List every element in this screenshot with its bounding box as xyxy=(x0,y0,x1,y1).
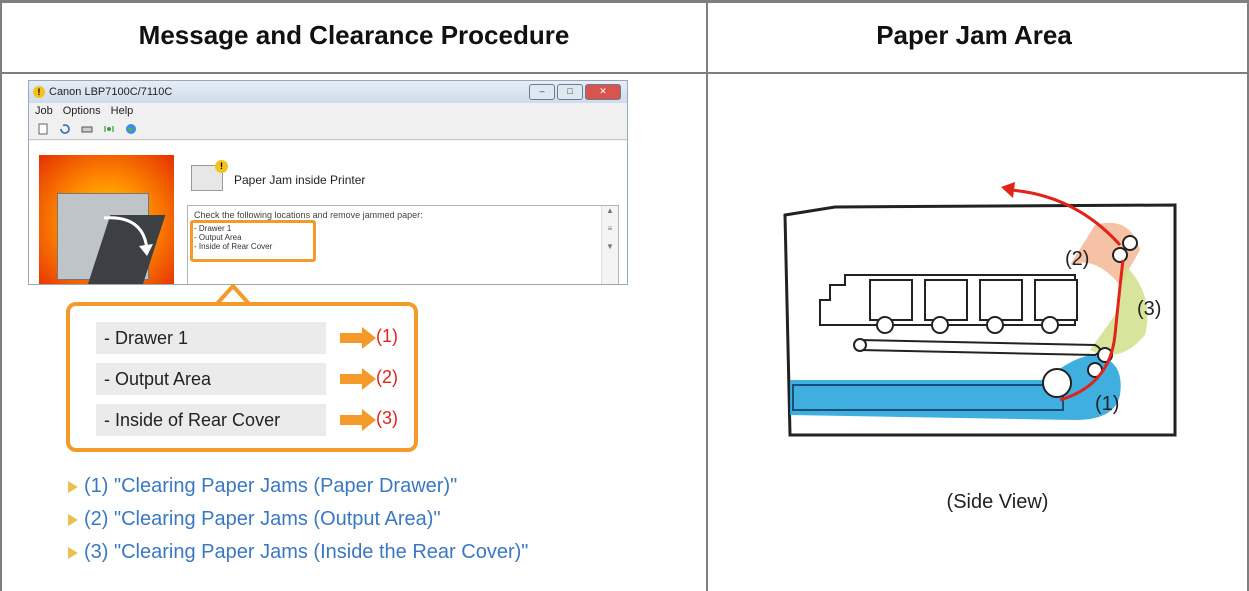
table-header-divider xyxy=(0,72,1249,74)
link-rear-cover-text[interactable]: (3) "Clearing Paper Jams (Inside the Rea… xyxy=(84,541,529,563)
network-icon xyxy=(104,126,114,132)
printer-outline xyxy=(783,203,1177,437)
arrow-right-icon xyxy=(340,327,376,349)
message-item-drawer: - Drawer 1 xyxy=(194,224,232,233)
exit-roller-2 xyxy=(1122,235,1138,251)
drum-roller-1 xyxy=(876,316,894,334)
message-box: Check the following locations and remove… xyxy=(187,205,619,284)
message-title: Paper Jam inside Printer xyxy=(234,173,366,187)
message-highlight-frame xyxy=(190,220,316,262)
exit-roller-1 xyxy=(1112,247,1128,263)
link-output-area[interactable]: (2) "Clearing Paper Jams (Output Area)" xyxy=(68,508,441,531)
callout-row-drawer: - Drawer 1 xyxy=(96,322,326,354)
drum-roller-2 xyxy=(931,316,949,334)
diagram-label-2: (2) xyxy=(1065,248,1089,270)
message-item-rear-cover: - Inside of Rear Cover xyxy=(194,242,273,251)
exit-arrowhead-icon xyxy=(1001,182,1015,198)
page-icon xyxy=(38,123,48,135)
refresh-icon xyxy=(60,124,70,134)
belt-roller-left xyxy=(853,338,867,352)
paper-jam-icon: ! xyxy=(191,160,228,191)
printer-icon xyxy=(81,126,93,133)
link-output-area-text[interactable]: (2) "Clearing Paper Jams (Output Area)" xyxy=(84,508,441,530)
warning-icon: ! xyxy=(33,86,45,98)
cartridge-2 xyxy=(924,279,968,321)
cartridge-1 xyxy=(869,279,913,321)
menu-job: Job xyxy=(35,105,53,117)
printer-jam-illustration xyxy=(39,155,174,284)
link-paper-drawer[interactable]: (1) "Clearing Paper Jams (Paper Drawer)" xyxy=(68,475,458,498)
printer-status-window: ! Canon LBP7100C/7110C – □ ✕ Job Options… xyxy=(28,80,628,285)
cartridge-3 xyxy=(979,279,1023,321)
message-item-output: - Output Area xyxy=(194,233,242,242)
paper-path-out xyxy=(1009,188,1122,247)
drum-roller-3 xyxy=(986,316,1004,334)
open-cover-arrow-icon xyxy=(103,216,153,256)
bullet-arrow-icon xyxy=(68,547,78,559)
menu-help: Help xyxy=(110,105,134,117)
close-icon: ✕ xyxy=(585,84,621,100)
zone-drawer xyxy=(790,355,1121,420)
callout-num-1: (1) xyxy=(376,326,398,346)
window-body: ! Paper Jam inside Printer Check the fol… xyxy=(29,141,627,284)
paper-path-up xyxy=(1059,259,1125,402)
location-callout: - Drawer 1 (1) - Output Area (2) - Insid… xyxy=(66,302,418,452)
table-column-divider xyxy=(706,0,708,591)
window-toolbar xyxy=(29,119,627,140)
arrow-right-icon xyxy=(340,368,376,390)
column-header-message: Message and Clearance Procedure xyxy=(138,20,570,50)
bullet-arrow-icon xyxy=(68,481,78,493)
maximize-icon: □ xyxy=(557,84,583,100)
diagram-caption: (Side View) xyxy=(946,491,1049,513)
link-paper-drawer-text[interactable]: (1) "Clearing Paper Jams (Paper Drawer)" xyxy=(84,475,458,497)
window-title: Canon LBP7100C/7110C xyxy=(49,86,173,98)
message-location-list: - Drawer 1 - Output Area - Inside of Rea… xyxy=(194,224,272,251)
minimize-icon: – xyxy=(529,84,555,100)
arrow-right-icon xyxy=(340,409,376,431)
cartridge-4 xyxy=(1034,279,1078,321)
transfer-belt xyxy=(854,338,1101,357)
table-top-border xyxy=(0,0,1249,3)
column-header-jam-area: Paper Jam Area xyxy=(876,20,1072,50)
callout-row-output: - Output Area xyxy=(96,363,326,395)
link-rear-cover[interactable]: (3) "Clearing Paper Jams (Inside the Rea… xyxy=(68,541,529,564)
window-titlebar: ! Canon LBP7100C/7110C – □ ✕ xyxy=(29,81,627,103)
window-controls: – □ ✕ xyxy=(529,84,621,100)
globe-icon xyxy=(126,124,136,134)
menu-options: Options xyxy=(62,105,101,117)
message-text: Check the following locations and remove… xyxy=(194,210,423,220)
message-scrollbar: ▲≡▼ xyxy=(601,206,618,284)
diagram-label-1: (1) xyxy=(1095,393,1119,415)
table-right-border xyxy=(1247,0,1249,591)
paper-jam-area-diagram: (1) (2) (3) xyxy=(783,182,1177,437)
callout-num-2: (2) xyxy=(376,367,398,387)
bullet-arrow-icon xyxy=(68,514,78,526)
drum-roller-4 xyxy=(1041,316,1059,334)
callout-pointer xyxy=(215,284,253,306)
callout-num-3: (3) xyxy=(376,408,398,428)
callout-row-rear-cover: - Inside of Rear Cover xyxy=(96,404,326,436)
pickup-roller xyxy=(1042,368,1072,398)
window-menubar: Job Options Help xyxy=(29,103,627,119)
diagram-label-3: (3) xyxy=(1137,298,1161,320)
table-left-border xyxy=(0,0,2,591)
